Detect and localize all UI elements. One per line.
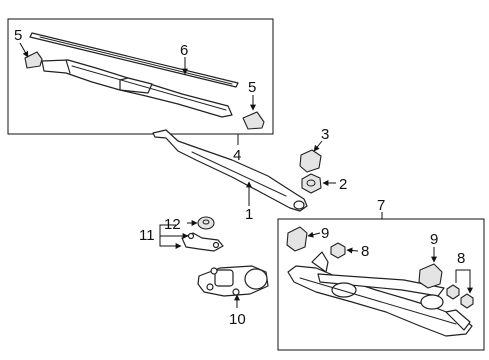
blade-end-cap-left xyxy=(24,51,43,69)
callout-3: 3 xyxy=(321,126,329,143)
callout-5-left: 5 xyxy=(14,27,22,44)
callout-6: 6 xyxy=(180,42,188,59)
callout-10: 10 xyxy=(229,311,246,328)
callout-4: 4 xyxy=(233,147,241,164)
pivot-cap-left xyxy=(286,226,308,252)
wiper-arm xyxy=(152,129,308,212)
leader-lines xyxy=(19,42,473,308)
callout-7: 7 xyxy=(377,197,385,214)
callout-11: 11 xyxy=(139,227,155,244)
wiper-linkage xyxy=(287,251,473,337)
callout-5-right: 5 xyxy=(248,79,256,96)
blade-end-cap-right xyxy=(242,111,265,130)
callout-12: 12 xyxy=(164,216,181,233)
callout-2: 2 xyxy=(339,176,347,193)
grommet-nut xyxy=(197,216,215,230)
linkage-nut-right-b xyxy=(460,293,474,309)
linkage-nut-right-a xyxy=(446,284,460,300)
callout-1: 1 xyxy=(245,206,253,223)
wiper-motor xyxy=(197,265,269,297)
callout-8-center: 8 xyxy=(361,243,369,260)
motor-bracket xyxy=(181,232,224,252)
callout-9-right: 9 xyxy=(430,231,438,248)
linkage-box xyxy=(277,218,485,351)
pivot-cap-right xyxy=(418,263,443,289)
wiper-blade xyxy=(41,59,233,118)
arm-cap xyxy=(299,149,322,173)
arm-nut xyxy=(301,173,322,194)
callout-9-left: 9 xyxy=(321,225,329,242)
blade-assembly-box xyxy=(7,18,274,135)
linkage-nut-center xyxy=(330,242,346,259)
callout-8-right: 8 xyxy=(457,250,465,267)
